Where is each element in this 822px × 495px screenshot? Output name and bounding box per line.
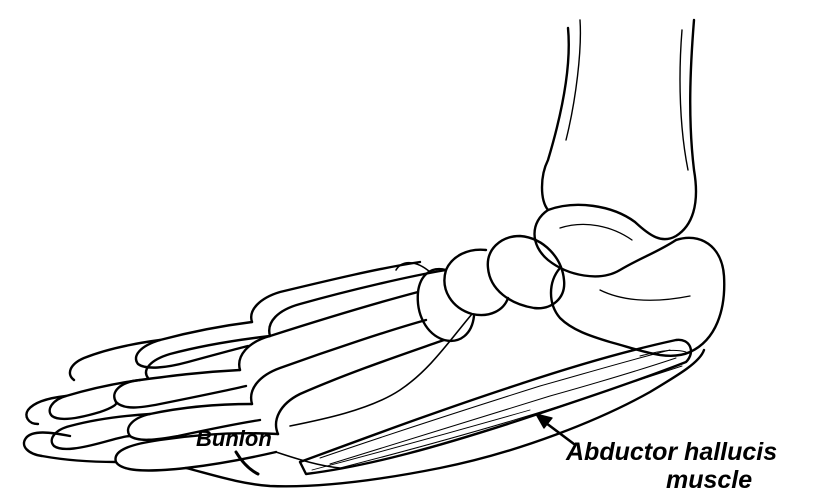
talus-bone [535, 210, 677, 276]
bunion-label: Bunion [196, 428, 272, 450]
abductor-hallucis-label: Abductor hallucis [566, 440, 777, 465]
bunion-marker [236, 452, 258, 474]
metatarsal-bones [239, 262, 472, 434]
abductor-hallucis-label-muscle: muscle [666, 468, 752, 493]
navicular-bone [488, 236, 564, 308]
tibia-bone [542, 20, 696, 239]
calcaneus-bone [551, 238, 724, 356]
